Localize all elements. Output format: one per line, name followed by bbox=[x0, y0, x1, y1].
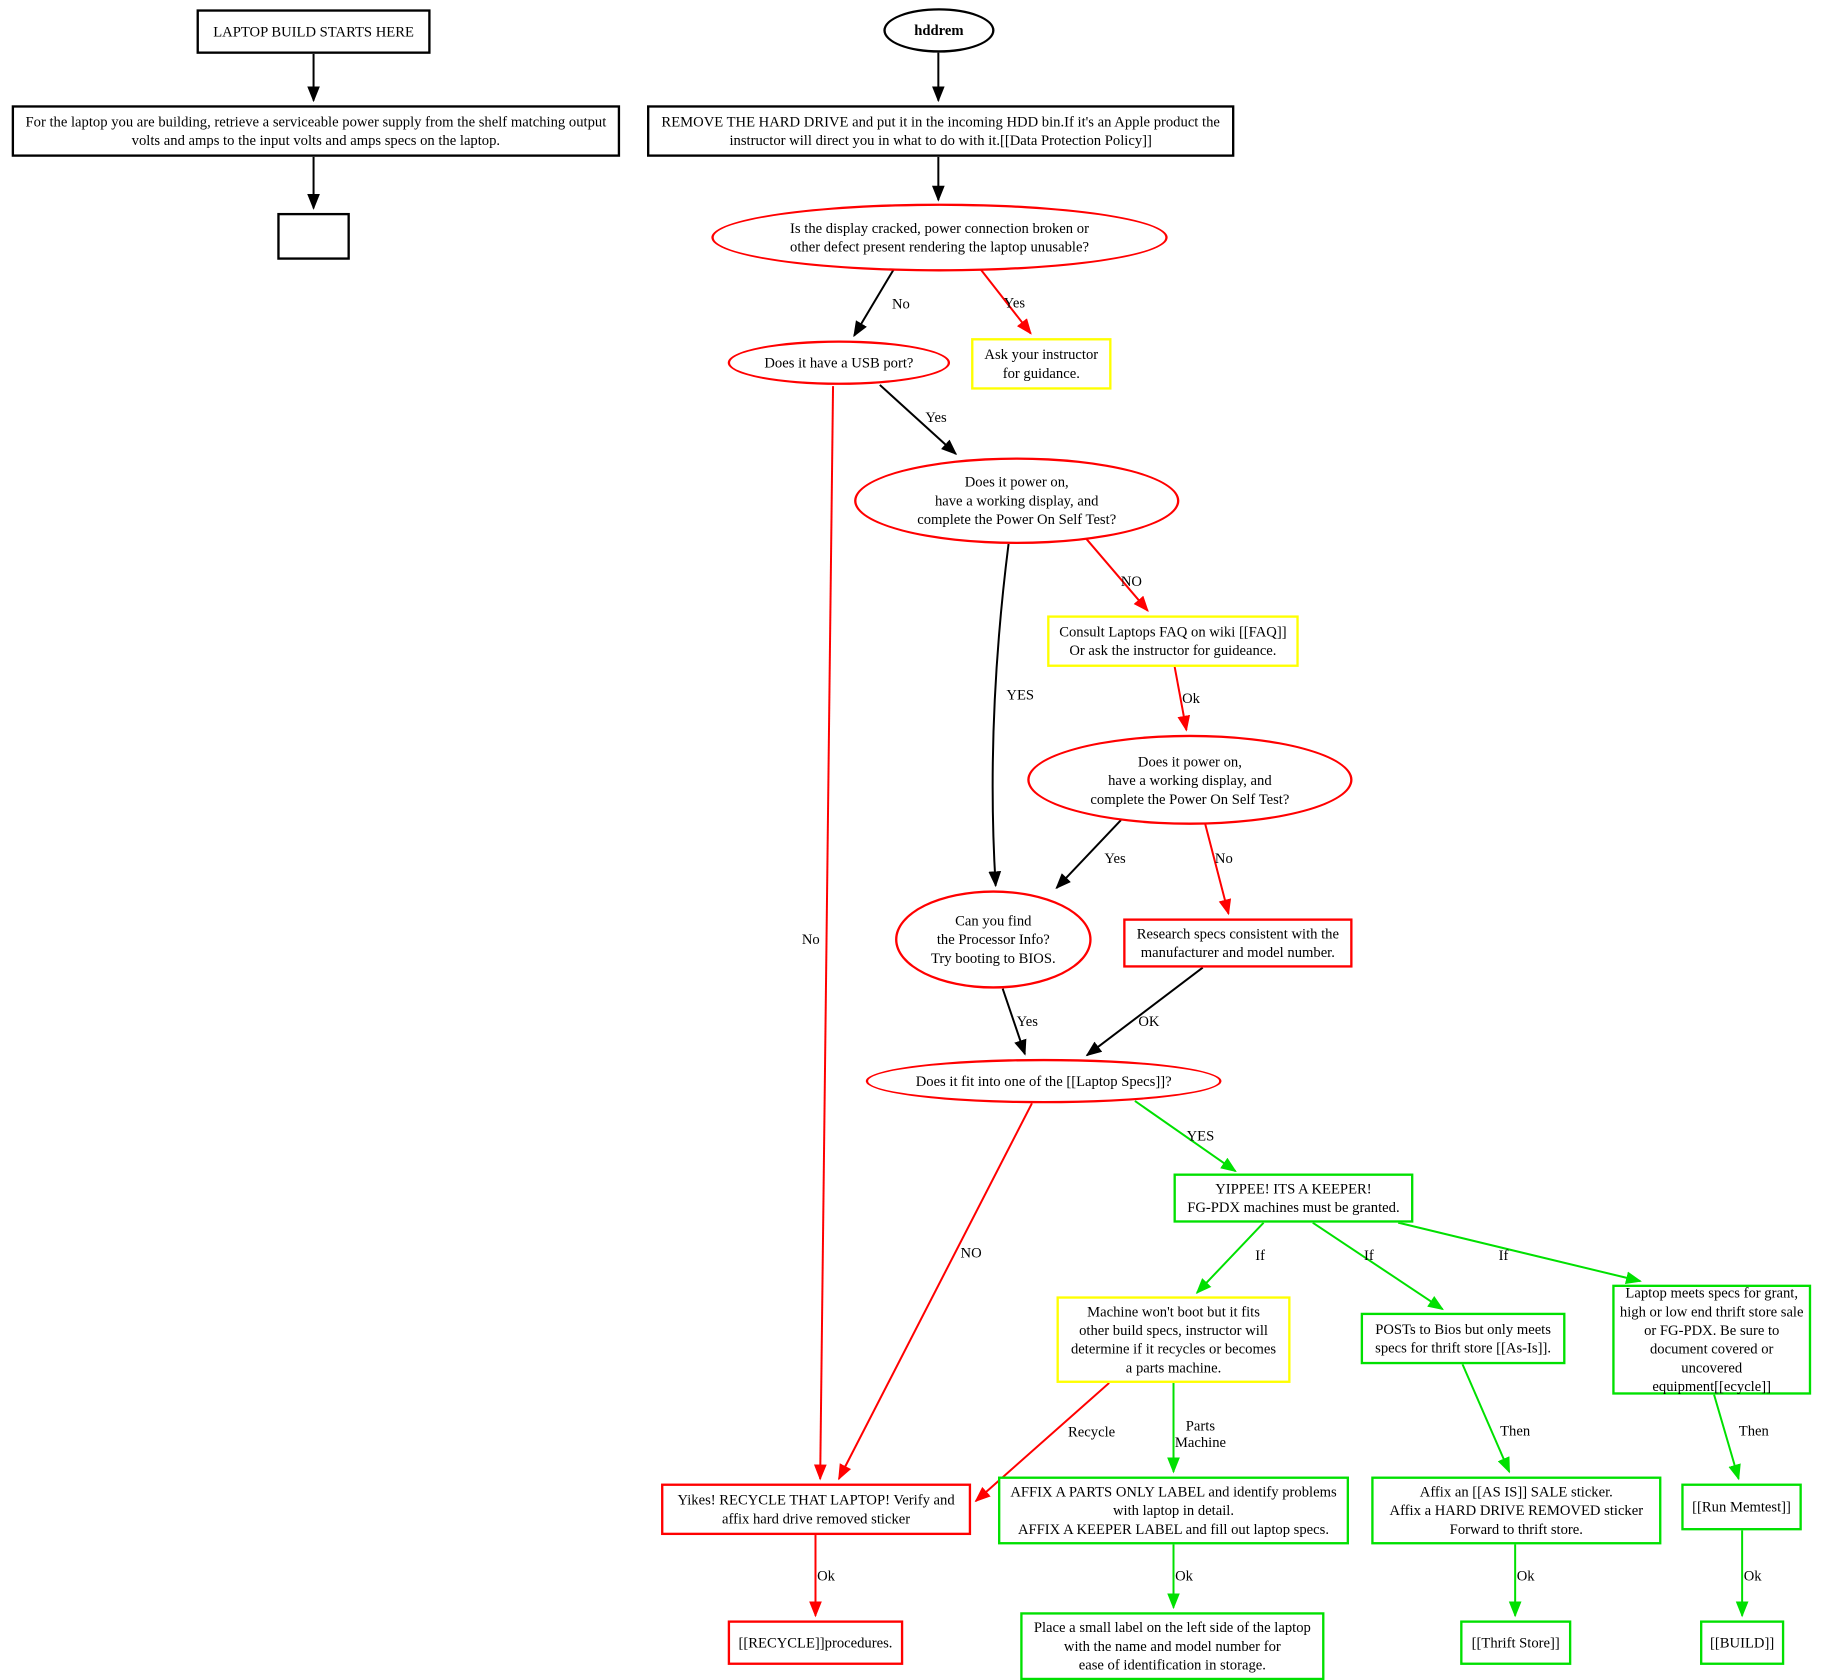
edge-label-post1-yes: YES bbox=[1006, 686, 1035, 703]
psu-instruction-label: For the laptop you are building, retriev… bbox=[25, 113, 607, 149]
edge-label-memtest-ok: Ok bbox=[1743, 1567, 1762, 1584]
hddrem-label: hddrem bbox=[914, 22, 964, 39]
edge-label-keeper-if3: If bbox=[1498, 1247, 1509, 1264]
edge-label-keeper-if2: If bbox=[1364, 1247, 1374, 1264]
edge-keeper-to-meetsspecs bbox=[1397, 1221, 1642, 1284]
edge-label-keeper-if1: If bbox=[1255, 1247, 1265, 1264]
research-node: Research specs consistent with the manuf… bbox=[1123, 918, 1353, 968]
edge-label-usb-yes: Yes bbox=[925, 409, 947, 426]
psu-instruction-node: For the laptop you are building, retriev… bbox=[11, 105, 621, 157]
edge-post2-to-cpu bbox=[1055, 819, 1122, 890]
edge-label-specs-no: NO bbox=[960, 1244, 982, 1262]
small-label-node: Place a small label on the left side of … bbox=[1020, 1612, 1325, 1680]
remove-hdd-label: REMOVE THE HARD DRIVE and put it in the … bbox=[661, 113, 1220, 149]
edge-label-post2-no: No bbox=[1214, 850, 1233, 867]
edge-post2-to-research bbox=[1204, 823, 1232, 916]
edge-research-to-specs bbox=[1085, 966, 1204, 1057]
defect-question: Is the display cracked, power connection… bbox=[711, 203, 1168, 272]
edge-label-recycle: Recycle bbox=[1068, 1423, 1116, 1441]
defect-question-label: Is the display cracked, power connection… bbox=[790, 219, 1089, 256]
edge-label-usb-no: No bbox=[801, 931, 820, 948]
faq-node: Consult Laptops FAQ on wiki [[FAQ]] Or a… bbox=[1047, 615, 1299, 667]
edge-specs-to-keeper bbox=[1134, 1100, 1237, 1173]
hddrem-node: hddrem bbox=[883, 8, 995, 53]
edge-usb-to-yikes bbox=[813, 386, 835, 1481]
edge-cpu-to-specs bbox=[1001, 988, 1027, 1056]
edge-label-post1-no: NO bbox=[1120, 573, 1142, 590]
start-node: LAPTOP BUILD STARTS HERE bbox=[196, 9, 431, 54]
posts-bios-node: POSTs to Bios but only meets specs for t… bbox=[1360, 1312, 1566, 1365]
edge-keeper-to-wontboot bbox=[1195, 1221, 1265, 1295]
edge-label-post2-yes: Yes bbox=[1104, 850, 1126, 867]
edge-defect-to-usb bbox=[853, 268, 895, 338]
post-question-2: Does it power on, have a working display… bbox=[1027, 734, 1353, 825]
edge-faq-to-post2 bbox=[1173, 666, 1191, 732]
cpu-question-label: Can you find the Processor Info? Try boo… bbox=[931, 912, 1056, 967]
posts-bios-label: POSTs to Bios but only meets specs for t… bbox=[1375, 1320, 1552, 1357]
edge-postsbios-to-asis bbox=[1461, 1363, 1511, 1474]
specs-question-label: Does it fit into one of the [[Laptop Spe… bbox=[915, 1072, 1172, 1090]
parts-label-node-label: AFFIX A PARTS ONLY LABEL and identify pr… bbox=[1010, 1483, 1337, 1538]
run-memtest-label: [[Run Memtest]] bbox=[1692, 1498, 1791, 1516]
edge-label-cpu-yes: Yes bbox=[1016, 1013, 1038, 1030]
wont-boot-node: Machine won't boot but it fits other bui… bbox=[1056, 1296, 1291, 1383]
edge-usb-to-post1 bbox=[879, 384, 958, 456]
recycle-procedures-node: [[RECYCLE]]procedures. bbox=[727, 1620, 904, 1665]
yikes-recycle-node: Yikes! RECYCLE THAT LAPTOP! Verify and a… bbox=[661, 1483, 972, 1536]
run-memtest-node: [[Run Memtest]] bbox=[1681, 1483, 1802, 1531]
edge-label-meets-then: Then bbox=[1738, 1422, 1769, 1439]
meets-specs-label: Laptop meets specs for grant, high or lo… bbox=[1619, 1284, 1804, 1395]
edge-label-posts-then: Then bbox=[1500, 1422, 1531, 1439]
edge-post1-to-cpu bbox=[988, 543, 1010, 888]
thrift-store-node: [[Thrift Store]] bbox=[1460, 1620, 1572, 1665]
edge-defect-to-ask bbox=[979, 268, 1032, 335]
asis-sticker-label: Affix an [[AS IS]] SALE sticker. Affix a… bbox=[1389, 1483, 1644, 1538]
build-node: [[BUILD]] bbox=[1700, 1620, 1785, 1665]
asis-sticker-node: Affix an [[AS IS]] SALE sticker. Affix a… bbox=[1371, 1476, 1662, 1545]
usb-question: Does it have a USB port? bbox=[727, 340, 951, 385]
edge-meets-to-memtest bbox=[1713, 1394, 1741, 1481]
edge-label-defect-yes: Yes bbox=[1003, 294, 1026, 312]
ask-instructor-label: Ask your instructor for guidance. bbox=[984, 346, 1099, 382]
yikes-recycle-label: Yikes! RECYCLE THAT LAPTOP! Verify and a… bbox=[677, 1491, 955, 1527]
edge-post1-to-faq bbox=[1085, 537, 1149, 612]
specs-question: Does it fit into one of the [[Laptop Spe… bbox=[865, 1058, 1222, 1104]
ask-instructor-node: Ask your instructor for guidance. bbox=[971, 338, 1112, 390]
blank-node bbox=[277, 212, 350, 260]
edge-label-parts-ok: Ok bbox=[1175, 1567, 1193, 1584]
post-question-2-label: Does it power on, have a working display… bbox=[1090, 752, 1290, 807]
cpu-question: Can you find the Processor Info? Try boo… bbox=[895, 890, 1092, 989]
build-node-label: [[BUILD]] bbox=[1710, 1634, 1775, 1651]
parts-label-node: AFFIX A PARTS ONLY LABEL and identify pr… bbox=[998, 1476, 1350, 1545]
post-question-1: Does it power on, have a working display… bbox=[854, 457, 1180, 545]
small-label-node-label: Place a small label on the left side of … bbox=[1033, 1619, 1311, 1674]
edge-label-faq-ok: Ok bbox=[1182, 690, 1200, 707]
edge-label-specs-yes: YES bbox=[1186, 1127, 1215, 1145]
remove-hdd-node: REMOVE THE HARD DRIVE and put it in the … bbox=[647, 105, 1235, 157]
edge-label-parts-machine: Parts Machine bbox=[1174, 1417, 1227, 1451]
recycle-procedures-label: [[RECYCLE]]procedures. bbox=[738, 1634, 893, 1651]
edge-label-research-ok: OK bbox=[1138, 1013, 1160, 1030]
meets-specs-node: Laptop meets specs for grant, high or lo… bbox=[1612, 1284, 1812, 1395]
start-node-label: LAPTOP BUILD STARTS HERE bbox=[213, 23, 414, 40]
keeper-node-label: YIPPEE! ITS A KEEPER! FG-PDX machines mu… bbox=[1187, 1180, 1400, 1216]
edge-specs-to-yikes bbox=[838, 1102, 1033, 1481]
edge-label-defect-no: No bbox=[891, 295, 910, 313]
edge-label-yikes-ok: Ok bbox=[817, 1567, 835, 1584]
thrift-store-label: [[Thrift Store]] bbox=[1471, 1634, 1560, 1651]
research-node-label: Research specs consistent with the manuf… bbox=[1136, 925, 1339, 961]
usb-question-label: Does it have a USB port? bbox=[764, 354, 914, 371]
post-question-1-label: Does it power on, have a working display… bbox=[917, 473, 1117, 528]
wont-boot-label: Machine won't boot but it fits other bui… bbox=[1070, 1303, 1277, 1376]
edge-label-asis-ok: Ok bbox=[1516, 1567, 1535, 1584]
faq-node-label: Consult Laptops FAQ on wiki [[FAQ]] Or a… bbox=[1059, 623, 1287, 659]
keeper-node: YIPPEE! ITS A KEEPER! FG-PDX machines mu… bbox=[1173, 1173, 1414, 1223]
edge-keeper-to-postsbios bbox=[1312, 1221, 1444, 1311]
